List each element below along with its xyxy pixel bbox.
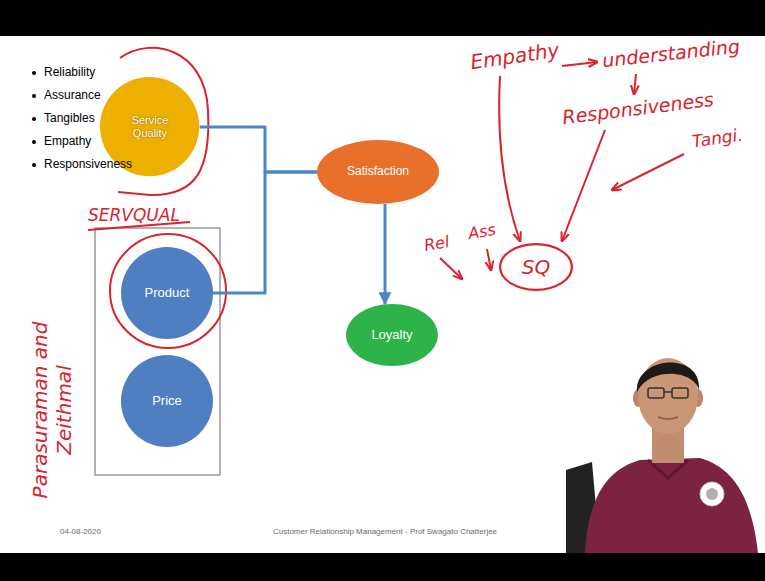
- node-label: SQ: [522, 256, 550, 279]
- bullet-item: Empathy: [44, 134, 91, 148]
- ink-note: Ass: [467, 220, 498, 244]
- glasses: [648, 388, 664, 398]
- node-label: Product: [145, 286, 190, 301]
- connector: [384, 204, 387, 304]
- bullet-item: Responsiveness: [44, 157, 132, 171]
- ink-arrow: [499, 76, 520, 241]
- ink-note: Empathy: [469, 38, 561, 74]
- bullet-item: Reliability: [44, 65, 95, 79]
- mouth: [658, 417, 678, 419]
- product-circle: Product: [121, 247, 213, 339]
- glasses: [672, 388, 688, 398]
- ink-circle: SQ: [499, 243, 573, 291]
- price-circle: Price: [121, 355, 213, 447]
- node-text-block: Product: [145, 286, 190, 301]
- ink-arrow: [634, 74, 636, 94]
- shirt-logo: [706, 488, 718, 500]
- ink-note: Rel: [423, 232, 451, 255]
- node-shape: [317, 140, 439, 204]
- ink-arrow: [612, 154, 684, 190]
- top-bar: [0, 0, 765, 36]
- bullet-item: Tangibles: [44, 111, 95, 125]
- ink-note: understanding: [601, 35, 741, 72]
- node-label: Service Quality: [120, 114, 180, 139]
- footer-text: Customer Relationship Management - Prof …: [273, 527, 497, 537]
- connector: [213, 172, 317, 293]
- node-text-block: SQ: [522, 256, 550, 279]
- ink-loop: [110, 234, 226, 348]
- hair: [637, 362, 699, 392]
- node-text-block: Satisfaction: [347, 165, 409, 179]
- ink-note: SERVQUAL: [88, 205, 180, 225]
- node-label: Price: [152, 394, 182, 409]
- node-shape: [121, 247, 213, 339]
- node-text-block: Service Quality: [120, 114, 180, 139]
- node-label: Satisfaction: [347, 165, 409, 179]
- node-shape: [121, 355, 213, 447]
- shirt-logo: [700, 482, 724, 506]
- ink-arrow: [562, 62, 597, 66]
- glasses: [664, 391, 672, 393]
- ink-note: Tangi.: [691, 125, 744, 152]
- shirt: [585, 458, 758, 553]
- node-text-block: Loyalty: [371, 328, 412, 343]
- node-label: Loyalty: [371, 328, 412, 343]
- loyalty-ellipse: Loyalty: [346, 304, 438, 366]
- footer-date: 04-08-2020: [60, 527, 101, 537]
- connector: [200, 127, 317, 172]
- node-shape: [500, 244, 572, 290]
- bullet-item: Assurance: [44, 88, 101, 102]
- node-text-block: Price: [152, 394, 182, 409]
- ink-arrow: [562, 130, 605, 241]
- bottom-bar: [0, 553, 765, 581]
- ink-note: Parasuraman and Zeithmal: [28, 310, 76, 510]
- satisfaction-ellipse: Satisfaction: [317, 140, 439, 204]
- ink-note: Responsiveness: [561, 88, 715, 129]
- group-box: [95, 228, 220, 475]
- ink-arrow: [487, 249, 491, 270]
- ink-arrow: [440, 258, 462, 279]
- presenter-photo: [566, 358, 758, 553]
- node-shape: [346, 304, 438, 366]
